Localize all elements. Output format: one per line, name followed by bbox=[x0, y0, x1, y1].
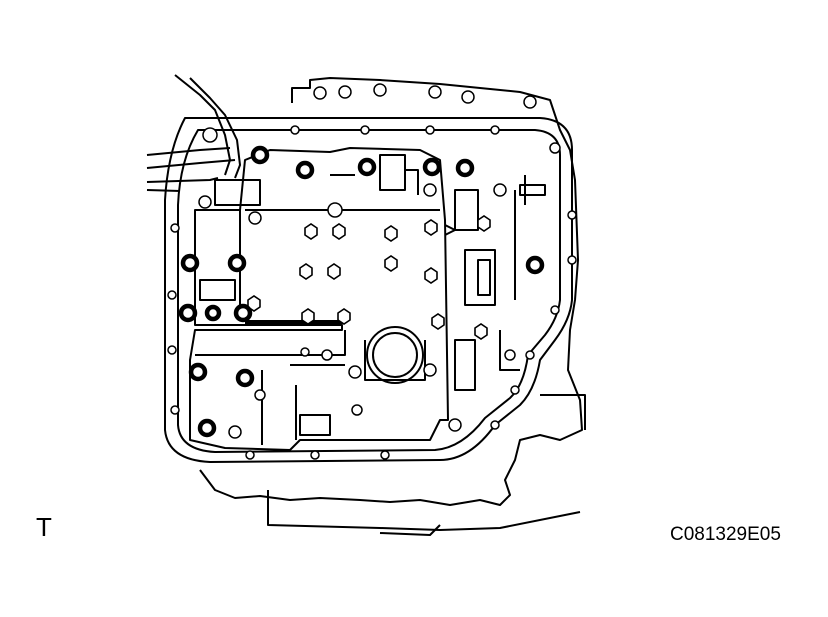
wire-harness bbox=[174, 74, 231, 176]
accumulator-piston bbox=[366, 326, 424, 384]
solenoid-left bbox=[214, 179, 261, 206]
hex-bolt-heads bbox=[247, 215, 491, 340]
highlighted-bolts bbox=[178, 145, 545, 438]
view-marker-label: T bbox=[36, 512, 52, 542]
valve-body-plate bbox=[189, 147, 449, 451]
figure-code-label: C081329E05 bbox=[670, 524, 781, 545]
solenoid-right bbox=[379, 154, 406, 191]
transmission-case-outline bbox=[199, 77, 583, 506]
flange-bolt-holes bbox=[167, 83, 577, 460]
